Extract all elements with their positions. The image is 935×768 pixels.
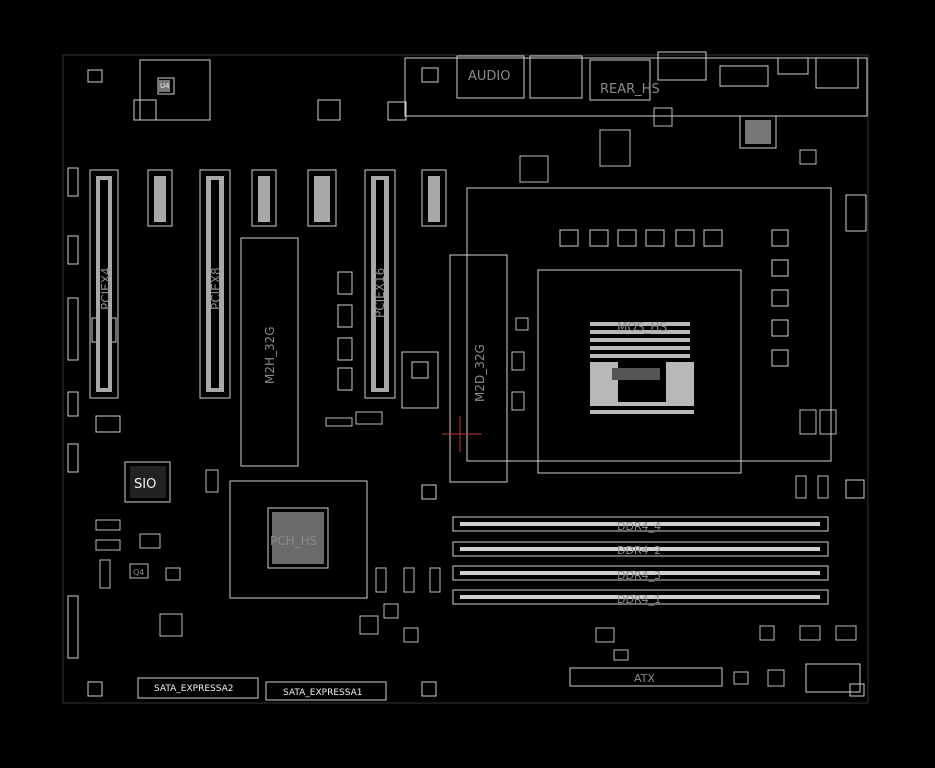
m2h-slot — [240, 237, 299, 467]
pciex4-slot — [89, 169, 119, 399]
cpu-socket — [537, 269, 742, 474]
lan-connector — [529, 55, 583, 99]
ddr4-3-slot — [452, 565, 829, 581]
audio-label: AUDIO — [468, 69, 511, 84]
atx-connector — [569, 667, 723, 687]
sio-chip — [124, 461, 171, 503]
usb-top-connector — [777, 57, 809, 75]
pciex16-label: PCIEX16 — [373, 268, 387, 318]
m2h-label: M2H_32G — [263, 326, 277, 384]
sio-label: SIO — [134, 477, 156, 492]
pciex4-label: PCIEX4 — [99, 267, 113, 310]
mos-hs-label: MOS_HS — [617, 320, 667, 334]
ddr4-4-slot — [452, 516, 829, 532]
pch-area — [229, 480, 368, 599]
ddr4-1-slot — [452, 589, 829, 605]
rear-io-strip — [404, 57, 868, 117]
pciex16-slot — [364, 169, 396, 399]
usb-connector — [589, 59, 651, 101]
sata-expressa1-label: SATA_EXPRESSA1 — [283, 688, 363, 698]
vga-connector — [719, 65, 769, 87]
dp-hdmi-connector — [657, 51, 707, 81]
ps2-connector — [815, 57, 859, 89]
m2d-label: M2D_32G — [473, 344, 487, 402]
pciex8-slot — [199, 169, 231, 399]
sata-expressa1-connector — [265, 681, 387, 701]
board-outline — [62, 54, 869, 704]
pch-chip — [267, 507, 329, 569]
u4-label: U4 — [160, 82, 170, 90]
atx-label: ATX — [634, 672, 655, 685]
sata-expressa2-label: SATA_EXPRESSA2 — [154, 684, 234, 694]
audio-connector — [456, 55, 525, 99]
ddr4-1-label: DDR4_1 — [617, 593, 661, 606]
q4-label: Q4 — [133, 568, 144, 577]
rear-hs-label: REAR_HS — [600, 82, 660, 97]
ddr4-3-label: DDR4_3 — [617, 569, 661, 582]
ddr4-2-slot — [452, 541, 829, 557]
cpu-area-outline — [466, 187, 832, 462]
pciex8-label: PCIEX8 — [209, 267, 223, 310]
sata-expressa2-connector — [137, 677, 259, 699]
m2d-slot — [449, 254, 508, 483]
pch-hs-label: PCH_HS — [270, 534, 317, 548]
ddr4-4-label: DDR4_4 — [617, 520, 661, 533]
ddr4-2-label: DDR4_2 — [617, 544, 661, 557]
